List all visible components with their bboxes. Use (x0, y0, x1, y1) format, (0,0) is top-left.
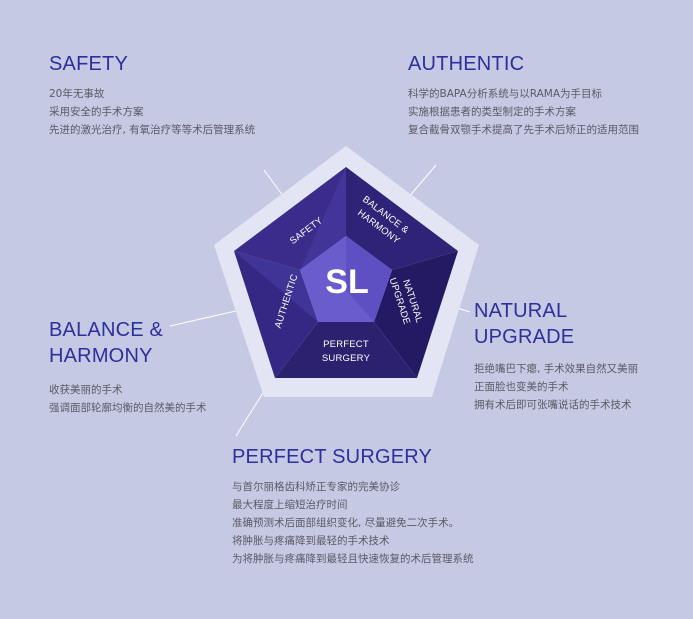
segment-authentic-right (346, 167, 458, 270)
section-natural-upgrade: NATURAL UPGRADE 拒绝嘴巴下瘪, 手术效果自然又美丽 正面脸也变美… (474, 298, 638, 414)
segment-right (374, 251, 458, 378)
section-line: 先进的激光治疗, 有氧治疗等等术后管理系统 (49, 124, 256, 136)
segment-bottom (275, 322, 417, 378)
segment-label-surgery: SURGERY (322, 353, 371, 364)
section-line: 采用安全的手术方案 (49, 106, 144, 118)
section-line: 收获美丽的手术 (49, 384, 123, 396)
connector-surgery (235, 387, 267, 437)
section-title-line1: BALANCE & (49, 319, 164, 341)
connector-balance (169, 309, 241, 327)
section-line: 准确预测术后面部组织变化, 尽量避免二次手术。 (232, 517, 460, 529)
section-title-line1: NATURAL (474, 300, 568, 322)
section-line: 实施根据患者的类型制定的手术方案 (408, 106, 576, 118)
section-perfect-surgery: PERFECT SURGERY 与首尔丽格齿科矫正专家的完美协诊 最大程度上缩短… (232, 444, 474, 568)
section-line: 拥有术后即可张嘴说话的手术技术 (474, 399, 632, 411)
section-lines: 拒绝嘴巴下瘪, 手术效果自然又美丽 正面脸也变美的手术 拥有术后即可张嘴说话的手… (474, 360, 638, 414)
center-pentagon-shade (346, 236, 392, 322)
section-line: 最大程度上缩短治疗时间 (232, 499, 348, 511)
section-lines: 20年无事故 采用安全的手术方案 先进的激光治疗, 有氧治疗等等术后管理系统 (49, 85, 255, 139)
section-line: 科学的BAPA分析系统与以RAMA为手目标 (408, 88, 603, 100)
section-title: SAFETY (49, 53, 128, 75)
section-line: 强调面部轮廓均衡的自然美的手术 (49, 402, 207, 414)
section-line: 为将肿胀与疼痛降到最轻且快速恢复的术后管理系统 (232, 553, 474, 565)
section-title-line2: UPGRADE (474, 326, 575, 348)
facet-highlight-left (234, 251, 318, 322)
section-line: 复合截骨双颚手术提高了先手术后矫正的适用范围 (408, 124, 639, 136)
connector-authentic (407, 164, 437, 199)
section-line: 20年无事故 (49, 88, 105, 100)
center-label: SL (325, 263, 368, 301)
section-balance-harmony: BALANCE & HARMONY 收获美丽的手术 强调面部轮廓均衡的自然美的手… (49, 317, 207, 417)
facet-highlight-top (300, 167, 346, 270)
section-lines: 科学的BAPA分析系统与以RAMA为手目标 实施根据患者的类型制定的手术方案 复… (408, 85, 639, 139)
section-title-line2: HARMONY (49, 345, 153, 367)
section-lines: 收获美丽的手术 强调面部轮廓均衡的自然美的手术 (49, 381, 207, 417)
section-line: 拒绝嘴巴下瘪, 手术效果自然又美丽 (474, 363, 639, 375)
section-title: AUTHENTIC (408, 53, 525, 75)
section-line: 将肿胀与疼痛降到最轻的手术技术 (232, 535, 390, 547)
section-safety: SAFETY 20年无事故 采用安全的手术方案 先进的激光治疗, 有氧治疗等等术… (49, 51, 255, 139)
section-authentic: AUTHENTIC 科学的BAPA分析系统与以RAMA为手目标 实施根据患者的类… (408, 51, 639, 139)
segment-label-perfect: PERFECT (323, 339, 369, 350)
section-title: PERFECT SURGERY (232, 446, 433, 468)
section-lines: 与首尔丽格齿科矫正专家的完美协诊 最大程度上缩短治疗时间 准确预测术后面部组织变… (232, 478, 474, 568)
section-line: 正面脸也变美的手术 (474, 381, 569, 393)
segment-left (234, 251, 318, 378)
section-line: 与首尔丽格齿科矫正专家的完美协诊 (232, 481, 400, 493)
